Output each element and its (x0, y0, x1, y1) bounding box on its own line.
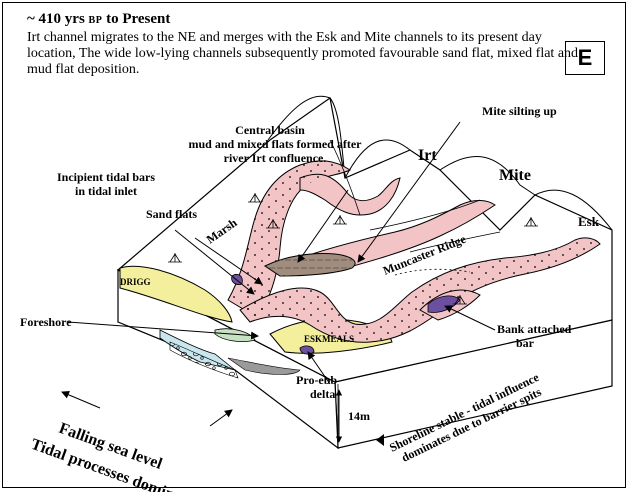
label-incipient-2: in tidal inlet (75, 184, 137, 198)
label-incipient-1: Incipient tidal bars (57, 170, 155, 184)
label-mite-silting: Mite silting up (482, 104, 557, 118)
label-sand-flats: Sand flats (146, 207, 197, 221)
label-pro-ebb-2: delta (310, 387, 335, 401)
label-foreshore: Foreshore (20, 315, 72, 329)
label-central-basin-3: river Irt confluence. (224, 151, 327, 165)
label-mite: Mite (499, 167, 531, 184)
label-central-basin-2: mud and mixed flats formed after (189, 137, 363, 151)
falling-arrow-left (62, 392, 100, 408)
label-drigg: DRIGG (120, 277, 151, 287)
label-pro-ebb-1: Pro-ebb (296, 373, 337, 387)
label-central-basin-1: Central basin (235, 123, 305, 137)
small-purple-bar-2 (300, 346, 314, 354)
label-esk: Esk (578, 214, 600, 229)
label-eskmeals: ESKMEALS (304, 334, 354, 344)
label-depth: 14m (348, 409, 370, 423)
label-bank-attached-1: Bank attached (497, 322, 572, 336)
falling-arrow-right (210, 410, 232, 426)
label-irt: Irt (418, 147, 437, 164)
label-bank-attached-2: bar (516, 336, 535, 350)
